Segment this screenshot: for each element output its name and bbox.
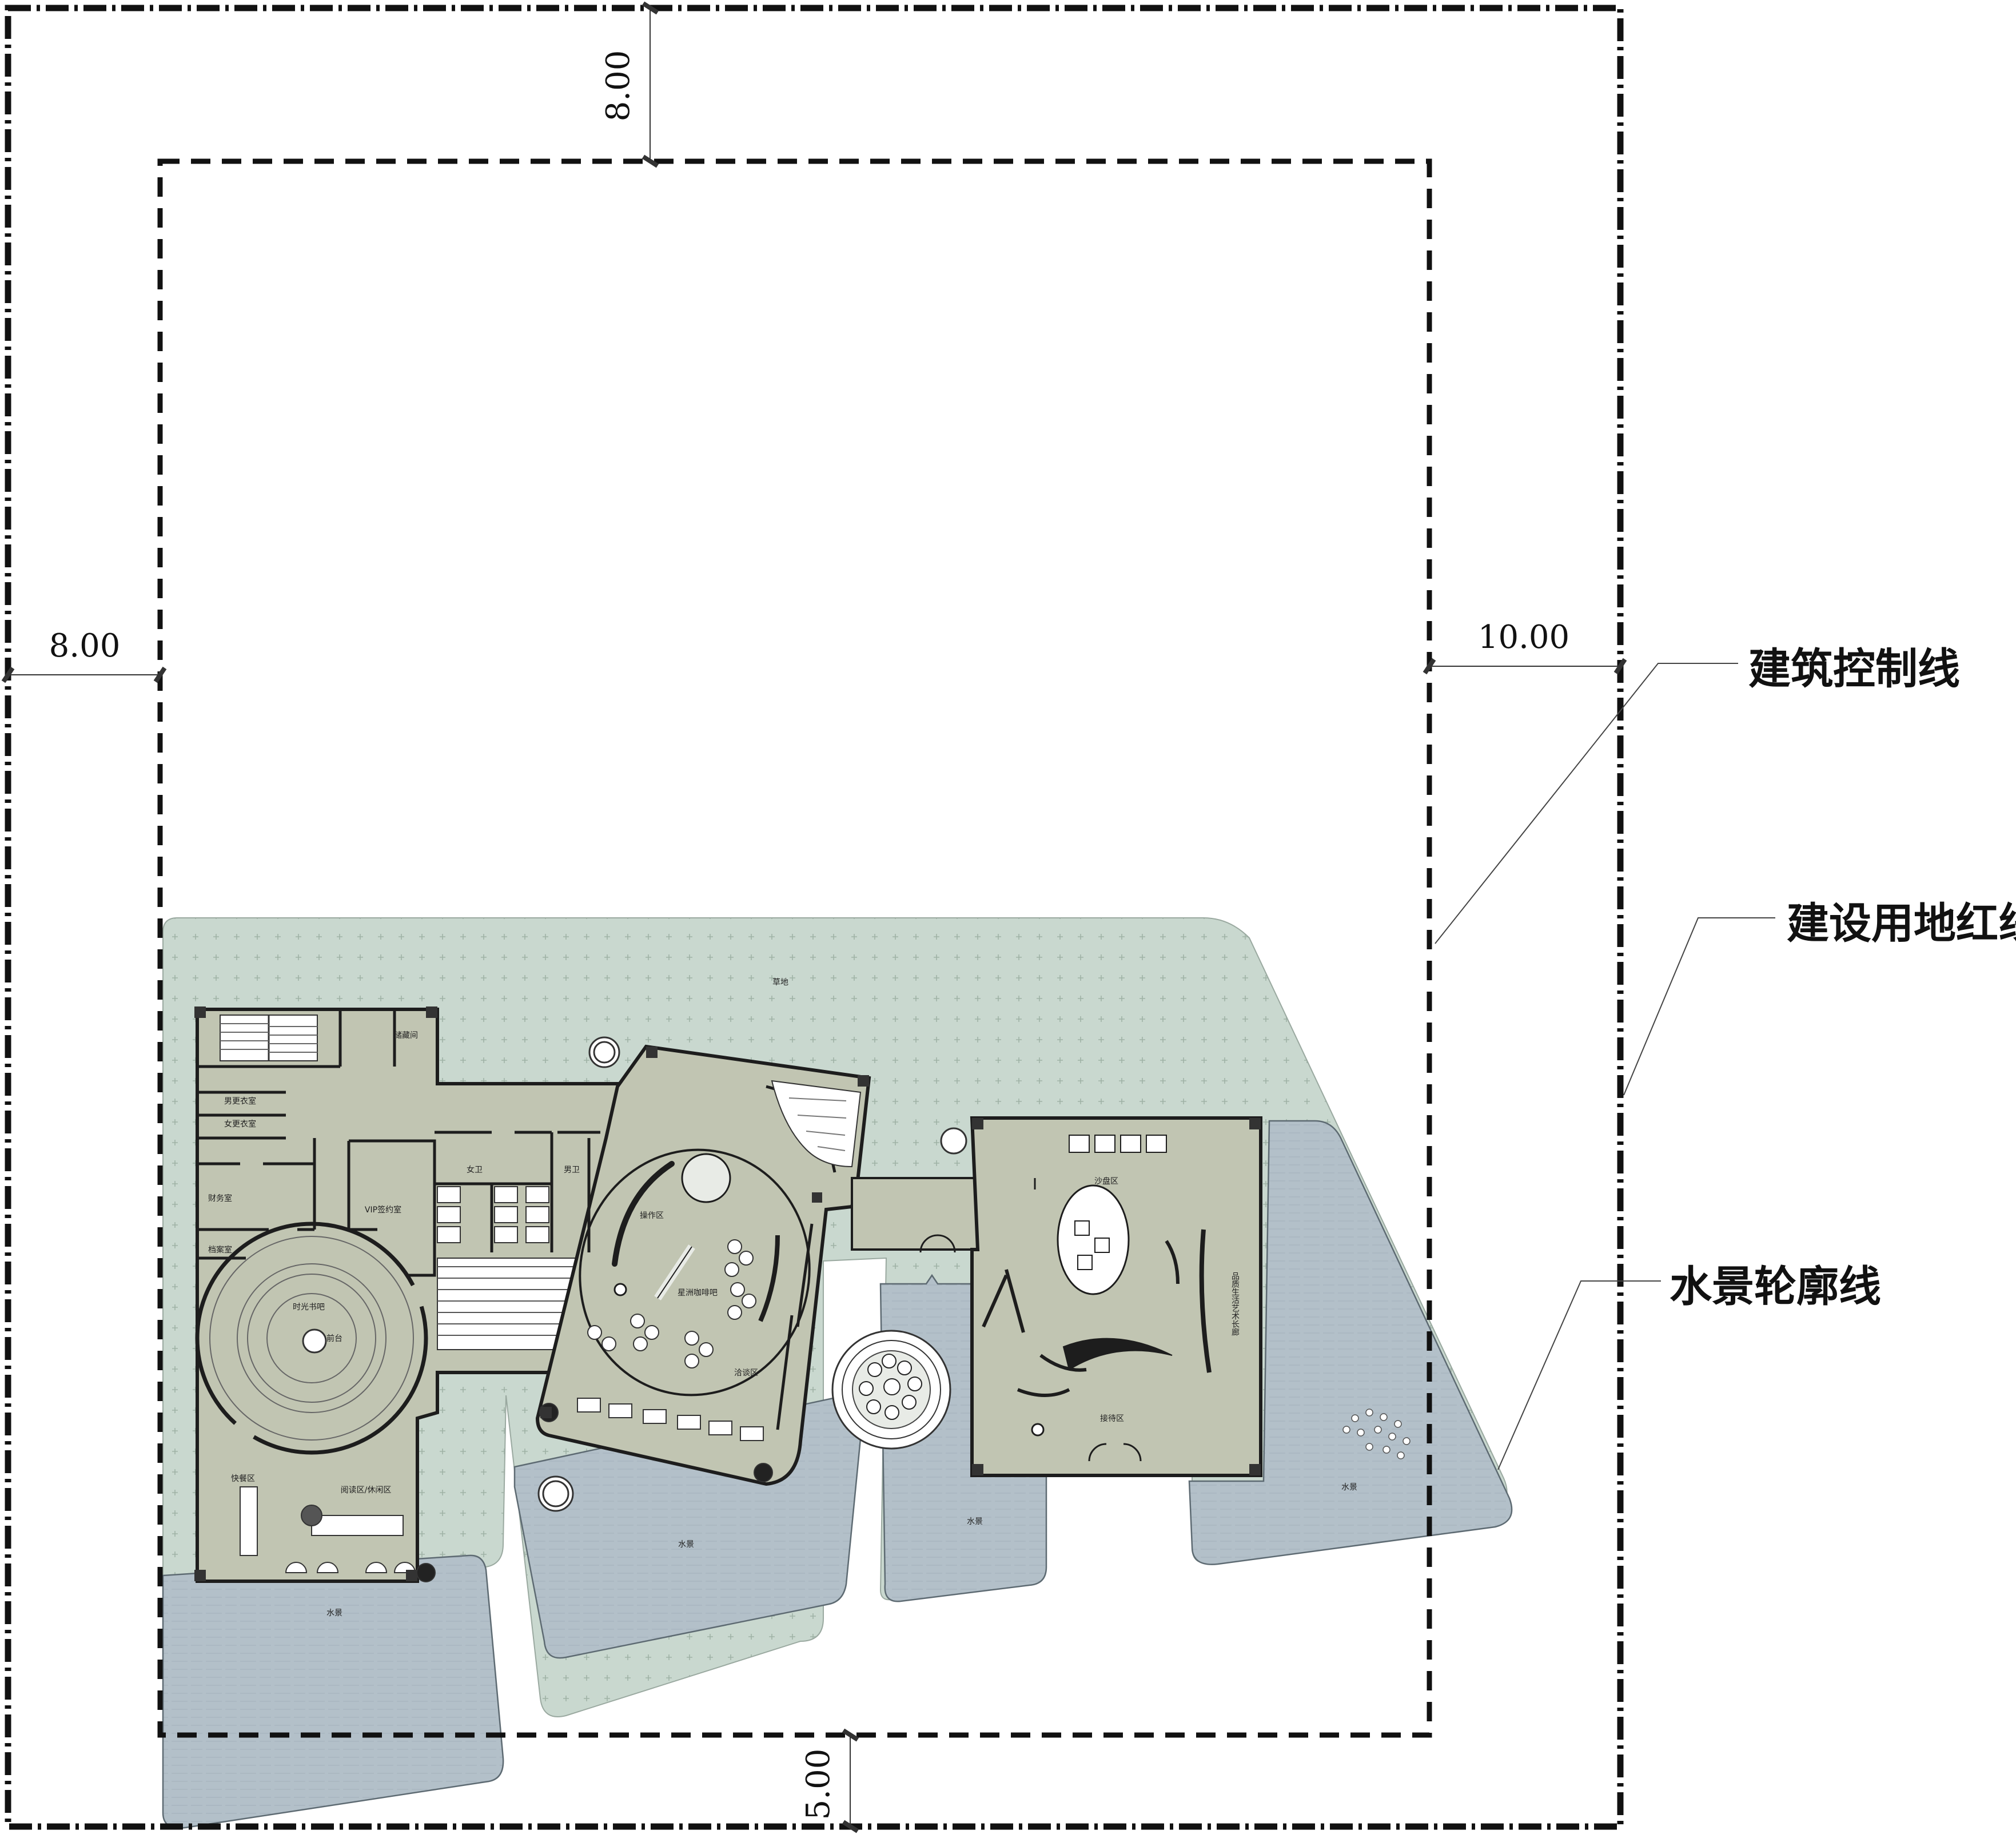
dimension-labels: 8.00 8.00 10.00 5.00	[49, 50, 1570, 1820]
room-label-finance: 财务室	[208, 1193, 232, 1203]
area-label-water-west: 水景	[326, 1609, 342, 1618]
coffee-hall-interior	[579, 1085, 836, 1430]
legend-building-control-line: 建筑控制线	[1748, 644, 1960, 694]
building	[196, 1008, 1262, 1583]
round-planter	[831, 1330, 951, 1450]
dimension-top: 8.00	[600, 50, 637, 122]
room-label-archive: 档案室	[208, 1245, 232, 1255]
room-label-mens-changing: 男更衣室	[224, 1096, 256, 1106]
building-control-line	[157, 158, 1432, 1738]
legend: 建筑控制线 建设用地红线 水景轮廓线	[1670, 644, 2016, 1311]
room-label-snack: 快餐区	[231, 1474, 255, 1483]
legend-water-outline: 水景轮廓线	[1670, 1262, 1881, 1311]
decorative-dots	[1342, 1409, 1411, 1459]
construction-land-red-line	[5, 5, 1624, 1830]
dimension-right: 10.00	[1478, 619, 1569, 656]
room-labels: 储藏间 男更衣室 女更衣室 财务室 档案室 VIP签约室 时光书吧 前台 快餐区…	[208, 978, 1357, 1618]
room-label-time-bar: 时光书吧	[293, 1303, 325, 1312]
room-label-recreation: 阅读区/休闲区	[341, 1485, 392, 1495]
spiral-stair	[771, 1080, 862, 1168]
room-label-women-wc: 女卫	[467, 1165, 483, 1175]
room-label-storage: 储藏间	[394, 1031, 418, 1040]
room-label-front-desk: 前台	[326, 1334, 342, 1343]
coffee-hall-floor	[535, 1044, 871, 1486]
east-hall-interior	[919, 1135, 1212, 1462]
columns	[194, 1006, 1261, 1581]
area-label-water-center: 水景	[678, 1540, 694, 1549]
room-label-womens-changing: 女更衣室	[224, 1119, 256, 1129]
water-pool-east	[1188, 1120, 1513, 1565]
area-label-lawn: 草地	[772, 978, 788, 987]
room-label-gallery: 品质生活艺术长廊	[1230, 1272, 1240, 1336]
room-label-vip: VIP签约室	[365, 1205, 401, 1215]
west-wing-walls	[197, 1009, 600, 1277]
dimension-lines	[1, 1, 1627, 1833]
area-label-water-east: 水景	[1341, 1483, 1357, 1492]
coffee-seating	[539, 1239, 773, 1482]
room-label-operation: 操作区	[640, 1211, 664, 1220]
dimension-left: 8.00	[49, 627, 121, 665]
room-label-men-wc: 男卫	[564, 1165, 580, 1175]
room-label-negotiation: 洽谈区	[734, 1368, 758, 1378]
water-pool-west	[162, 1554, 504, 1829]
room-label-sandtable: 沙盘区	[1094, 1176, 1118, 1186]
dining-table	[240, 1486, 436, 1582]
dimension-bottom: 5.00	[800, 1749, 837, 1820]
time-book-bar	[195, 1222, 428, 1455]
legend-red-line: 建设用地红线	[1787, 899, 2016, 948]
room-label-reception: 接待区	[1100, 1414, 1124, 1423]
leader-lines	[1435, 663, 1775, 1470]
link-corridor	[851, 1177, 979, 1251]
area-label-water-channel: 水景	[967, 1517, 983, 1526]
toilet-stalls	[437, 1186, 549, 1243]
room-label-coffee: 星洲咖啡吧	[678, 1288, 718, 1298]
stairwell	[220, 1015, 318, 1061]
small-planters	[537, 1036, 967, 1512]
